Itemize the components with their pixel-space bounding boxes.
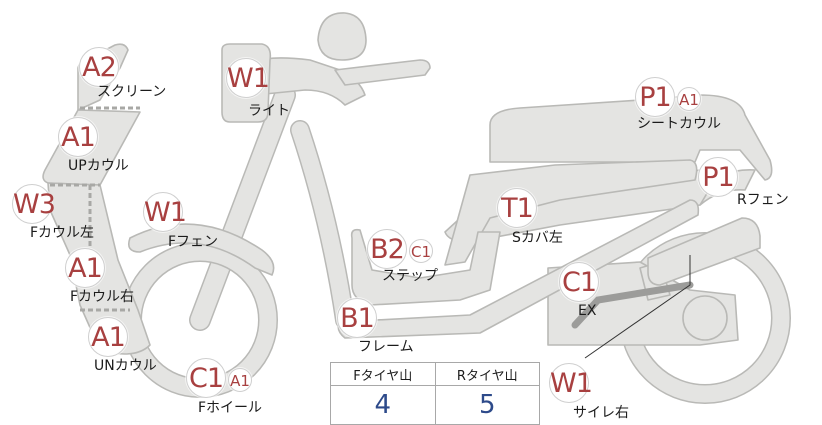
muffler bbox=[647, 217, 761, 286]
grade-badge-f-wheel-secondary[interactable]: A1 bbox=[228, 368, 252, 392]
front-fender bbox=[127, 223, 275, 276]
grade-badge-step[interactable]: B2 bbox=[367, 229, 407, 269]
center-body bbox=[444, 159, 698, 266]
part-label-un-cowl: UNカウル bbox=[94, 358, 157, 374]
part-label-step: ステップ bbox=[382, 268, 438, 284]
front-tire-value: 4 bbox=[330, 385, 436, 425]
grade-badge-up-cowl[interactable]: A1 bbox=[58, 117, 98, 157]
tire-tread-table: Fタイヤ山 Rタイヤ山 4 5 bbox=[330, 362, 540, 425]
grade-badge-screen[interactable]: A2 bbox=[79, 47, 119, 87]
part-label-up-cowl: UPカウル bbox=[68, 158, 129, 174]
grade-badge-seat-cowl[interactable]: P1 bbox=[635, 77, 675, 117]
grade-badge-s-cover-l[interactable]: T1 bbox=[497, 188, 537, 228]
grade-badge-r-fender[interactable]: P1 bbox=[698, 157, 738, 197]
part-label-r-fender: Rフェン bbox=[737, 192, 789, 208]
grade-badge-f-fender[interactable]: W1 bbox=[143, 192, 187, 232]
tire-table-value-row: 4 5 bbox=[330, 385, 540, 425]
grade-badge-f-cowl-r[interactable]: A1 bbox=[65, 248, 105, 288]
part-label-s-cover-l: Sカバ左 bbox=[512, 230, 563, 246]
part-label-f-wheel: Fホイール bbox=[198, 400, 263, 416]
part-label-light: ライト bbox=[248, 103, 290, 119]
mirror bbox=[317, 12, 367, 61]
part-label-frame: フレーム bbox=[358, 339, 414, 355]
rear-tire-header: Rタイヤ山 bbox=[434, 362, 540, 386]
grade-badge-step-secondary[interactable]: C1 bbox=[409, 239, 433, 263]
muffler-pointer-line bbox=[584, 255, 691, 359]
exhaust-pipe bbox=[571, 281, 694, 329]
grade-badge-light[interactable]: W1 bbox=[226, 58, 270, 98]
grade-badge-ex[interactable]: C1 bbox=[559, 262, 599, 302]
grade-badge-muffler-r[interactable]: W1 bbox=[549, 363, 593, 403]
tire-table-header-row: Fタイヤ山 Rタイヤ山 bbox=[330, 362, 540, 386]
part-label-f-cowl-l: Fカウル左 bbox=[30, 225, 95, 241]
part-label-ex: EX bbox=[578, 303, 597, 319]
down-tube-inner bbox=[291, 121, 354, 329]
grade-badge-frame[interactable]: B1 bbox=[337, 298, 377, 338]
part-label-screen: スクリーン bbox=[97, 84, 167, 100]
rear-hub bbox=[682, 295, 728, 341]
grade-badge-un-cowl[interactable]: A1 bbox=[88, 317, 128, 357]
grade-badge-seat-cowl-secondary[interactable]: A1 bbox=[677, 87, 701, 111]
part-label-seat-cowl: シートカウル bbox=[637, 116, 721, 132]
seat-cowl bbox=[489, 94, 773, 181]
floor-step bbox=[350, 228, 501, 306]
part-label-f-fender: Fフェン bbox=[168, 234, 219, 250]
rear-tire-value: 5 bbox=[434, 385, 540, 425]
part-label-muffler-r: サイレ右 bbox=[573, 405, 629, 421]
grade-badge-f-cowl-l[interactable]: W3 bbox=[12, 184, 56, 224]
front-tire-header: Fタイヤ山 bbox=[330, 362, 436, 386]
handlebar bbox=[334, 59, 431, 86]
part-label-f-cowl-r: Fカウル右 bbox=[70, 289, 135, 305]
front-fork-inner bbox=[190, 85, 295, 330]
grade-badge-f-wheel[interactable]: C1 bbox=[186, 358, 226, 398]
